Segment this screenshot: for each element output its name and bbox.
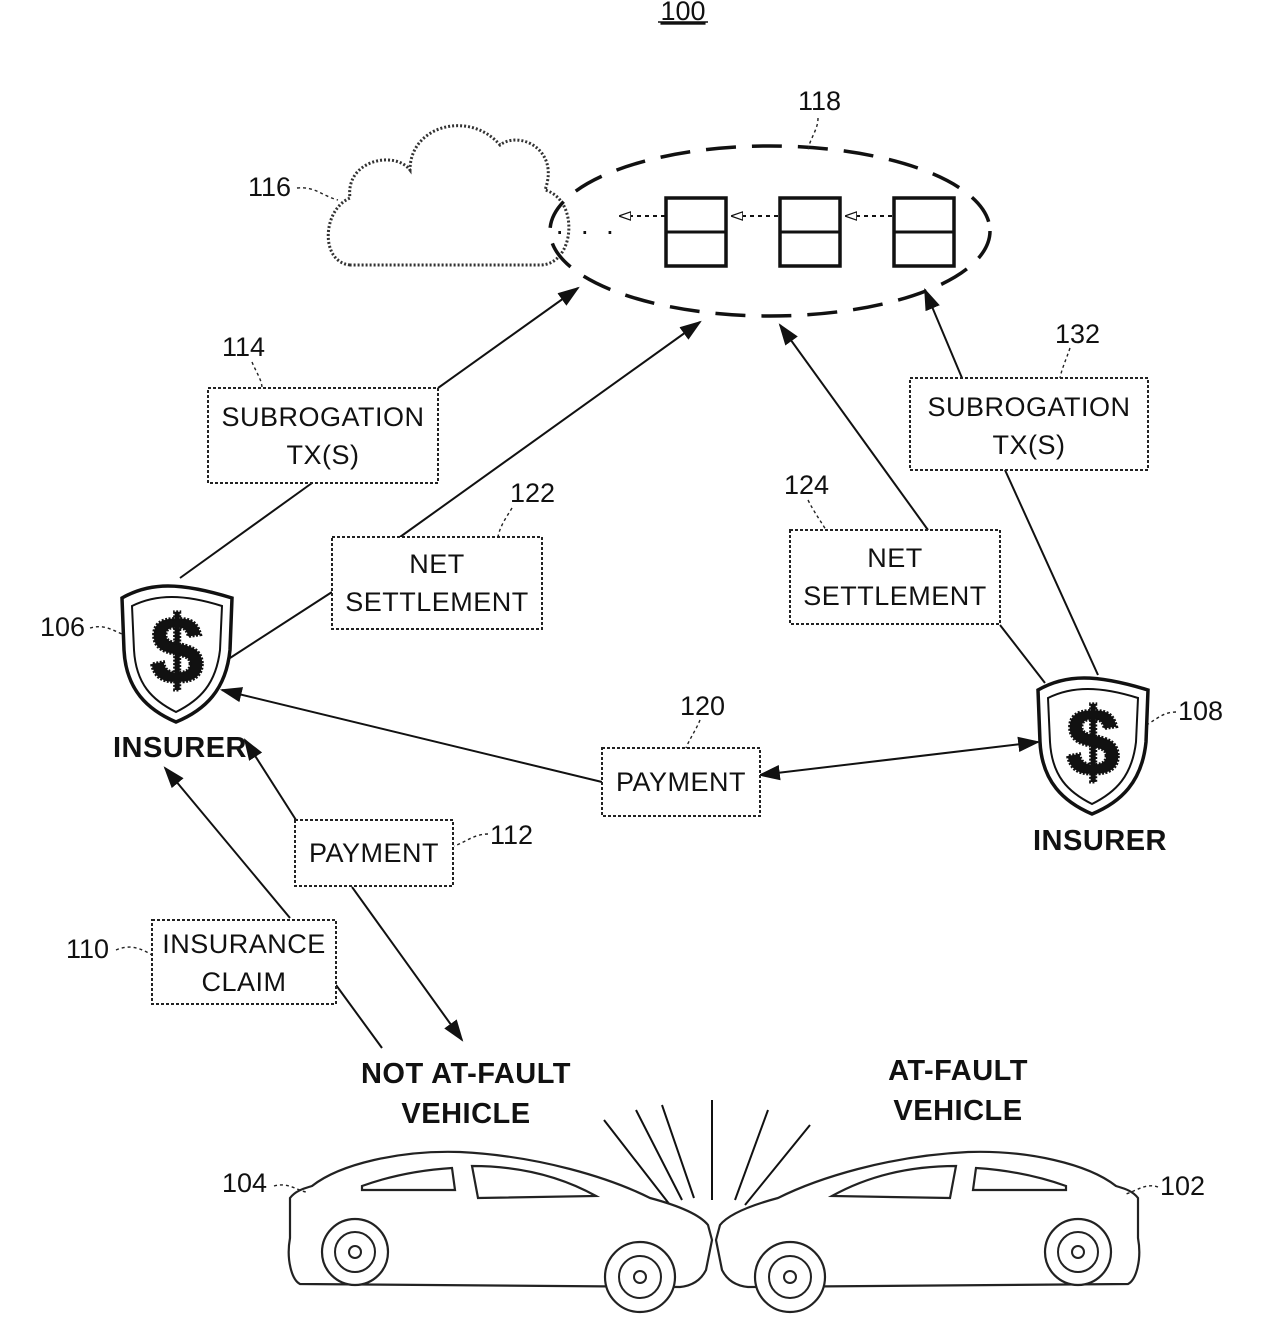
svg-text:PAYMENT: PAYMENT: [309, 838, 439, 868]
at-fault-label-line1: AT-FAULT: [888, 1055, 1028, 1087]
svg-text:$: $: [150, 597, 203, 704]
leader-payment-left: [454, 834, 488, 846]
shield-dollar-icon: $: [1038, 678, 1148, 814]
svg-text:PAYMENT: PAYMENT: [616, 767, 746, 797]
blockchain: · · ·: [555, 198, 954, 266]
svg-text:NET: NET: [409, 549, 465, 579]
leader-cloud: [297, 188, 338, 200]
arrow-payment-left-down: [352, 887, 462, 1040]
svg-text:SETTLEMENT: SETTLEMENT: [803, 581, 987, 611]
insurer-left-label: INSURER: [113, 732, 247, 764]
payment-box-left: PAYMENT: [295, 820, 453, 886]
svg-text:SUBROGATION: SUBROGATION: [927, 392, 1130, 422]
line-insurer-to-subrogation-left: [180, 483, 312, 578]
arrow-subrogation-right: [925, 290, 962, 378]
line-insurer-to-subrogation-right: [1005, 470, 1098, 675]
leader-subrogation-left: [252, 362, 262, 388]
ref-net-right: 124: [784, 470, 829, 500]
svg-text:$: $: [1066, 689, 1119, 796]
arrow-claim-up: [165, 768, 290, 918]
ref-net-left: 122: [510, 478, 555, 508]
ref-insurer-left: 106: [40, 612, 85, 642]
ref-car-left: 104: [222, 1168, 267, 1198]
svg-text:INSURANCE: INSURANCE: [162, 929, 326, 959]
subrogation-box-left: SUBROGATION TX(S): [208, 388, 438, 483]
impact-lines: [604, 1100, 810, 1205]
chain-ellipsis: · · ·: [555, 215, 619, 246]
svg-text:TX(S): TX(S): [287, 440, 360, 470]
leader-net-right: [808, 500, 826, 530]
insurance-claim-box: INSURANCE CLAIM: [152, 920, 336, 1004]
line-claim-to-car: [336, 985, 382, 1048]
cloud-icon: [328, 126, 569, 265]
arrow-payment-left-up: [245, 740, 296, 820]
svg-text:NET: NET: [867, 543, 923, 573]
ref-subrogation-left: 114: [222, 332, 265, 362]
subrogation-box-right: SUBROGATION TX(S): [910, 378, 1148, 470]
ref-ledger: 118: [798, 86, 841, 116]
arrow-payment-between-right: [760, 742, 1038, 775]
ref-cloud: 116: [248, 172, 291, 202]
svg-text:SUBROGATION: SUBROGATION: [221, 402, 424, 432]
payment-box-between: PAYMENT: [602, 748, 760, 816]
net-settlement-box-left: NET SETTLEMENT: [332, 537, 542, 629]
leader-claim: [116, 947, 152, 955]
net-settlement-box-right: NET SETTLEMENT: [790, 530, 1000, 624]
leader-ledger: [808, 118, 818, 150]
svg-text:SETTLEMENT: SETTLEMENT: [345, 587, 529, 617]
at-fault-label-line2: VEHICLE: [893, 1095, 1022, 1127]
ref-claim: 110: [66, 934, 109, 964]
line-insurer-to-net-right: [1000, 625, 1045, 683]
insurer-right-label: INSURER: [1033, 825, 1167, 857]
arrow-payment-between-left: [222, 690, 602, 782]
line-insurer-to-net-left: [230, 592, 332, 658]
leader-subrogation-right: [1060, 348, 1070, 378]
ref-car-right: 102: [1160, 1171, 1205, 1201]
ref-insurer-right: 108: [1178, 696, 1223, 726]
not-at-fault-label-line1: NOT AT-FAULT: [361, 1058, 571, 1090]
arrow-subrogation-left: [438, 288, 578, 388]
shield-dollar-icon: $: [122, 586, 232, 722]
leader-net-left: [498, 508, 512, 537]
leader-insurer-right: [1148, 712, 1176, 724]
svg-text:TX(S): TX(S): [993, 430, 1066, 460]
ref-payment-between: 120: [680, 691, 725, 721]
leader-payment-between: [686, 720, 700, 748]
ref-payment-left: 112: [490, 820, 533, 850]
not-at-fault-label-line2: VEHICLE: [401, 1098, 530, 1130]
leader-insurer-left: [90, 627, 122, 634]
svg-text:CLAIM: CLAIM: [201, 967, 286, 997]
ref-subrogation-right: 132: [1055, 319, 1100, 349]
car-icon: [716, 1152, 1139, 1312]
